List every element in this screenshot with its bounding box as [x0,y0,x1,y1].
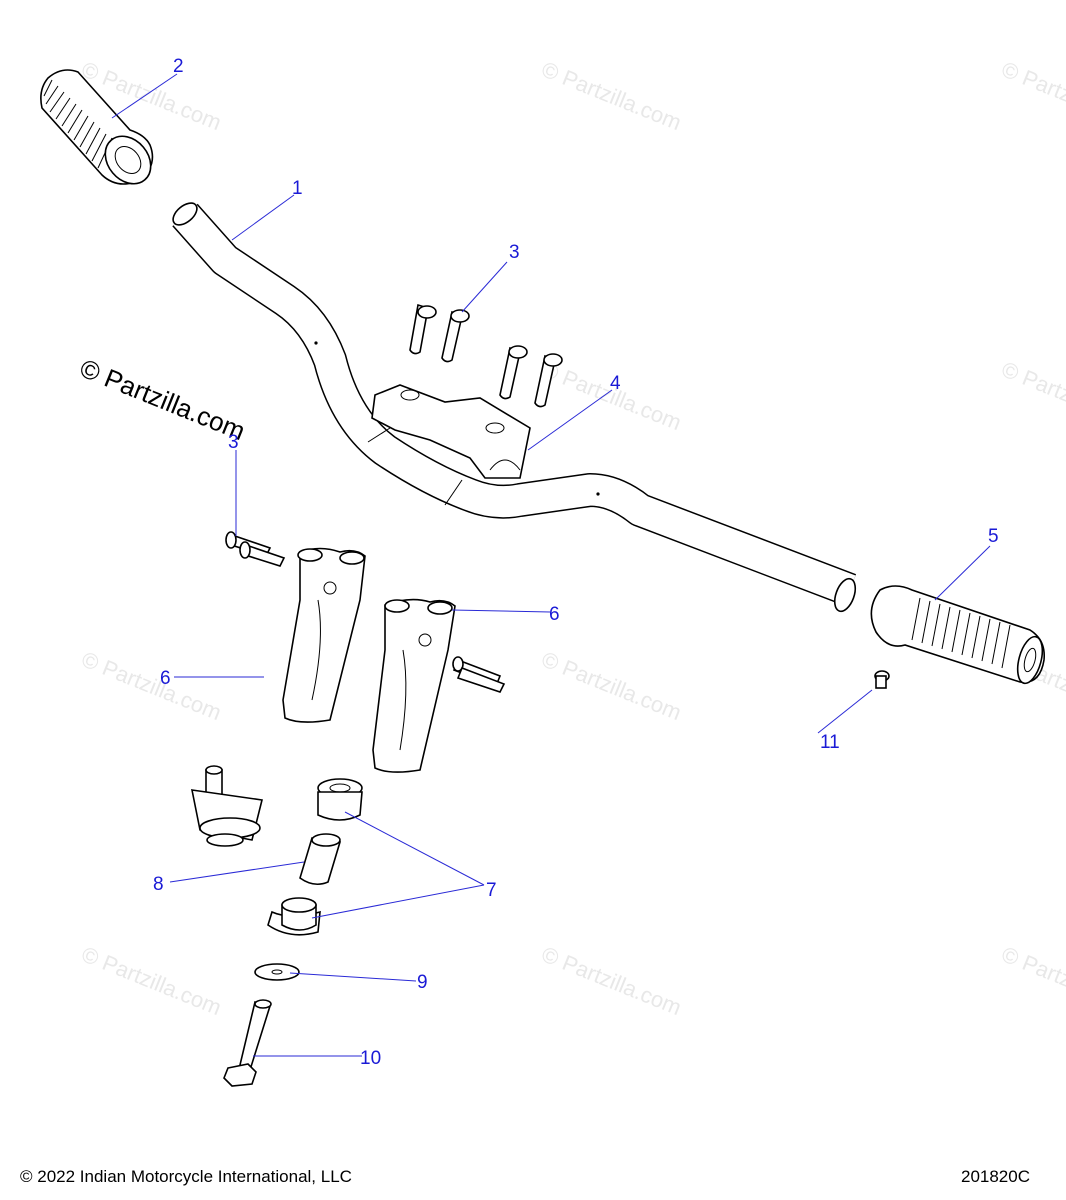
watermark-tile: © Partzilla.com [78,941,225,1020]
callout-7: 7 [486,880,497,901]
callout-labels: 2 1 3 4 3 5 6 6 11 8 7 9 10 [153,56,999,1069]
upper-bushing [317,778,363,821]
grip-screw [874,670,890,689]
top-clamp [371,384,531,479]
watermark-tile: © Partzilla.com [998,941,1066,1020]
watermark-tile: © Partzilla.com [538,56,685,135]
callout-3-left: 3 [228,432,239,453]
spacer-sleeve [299,833,342,886]
lower-bushing [267,897,321,936]
riser-bolts-left [225,531,286,567]
callout-5: 5 [988,526,999,547]
callout-4: 4 [610,373,621,394]
callout-10: 10 [360,1048,381,1069]
riser-bolts-right [452,656,506,693]
callout-3-top: 3 [509,242,520,263]
right-grip [870,585,1046,685]
callout-1: 1 [292,178,303,199]
callout-8: 8 [153,874,164,895]
watermark-tile: © Partzilla.com [78,646,225,725]
riser-mount-bolt [223,999,272,1087]
callout-11: 11 [820,732,840,753]
callout-6-right: 6 [549,604,560,625]
diagram-id: 201820C [960,1167,1030,1186]
assembled-bushing [190,765,263,847]
handlebar [172,202,857,613]
riser-left [282,547,366,723]
watermark-tile: © Partzilla.com [538,356,685,435]
callout-6-left: 6 [160,668,171,689]
watermark-main: © Partzilla.com [76,353,250,446]
washer [254,963,300,981]
copyright-notice: © 2022 Indian Motorcycle International, … [20,1167,352,1186]
left-grip [40,69,154,185]
watermark-tile: © Partzilla.com [998,56,1066,135]
riser-right [372,598,456,773]
callout-2: 2 [173,56,184,77]
watermark-tile: © Partzilla.com [538,646,685,725]
callout-9: 9 [417,972,428,993]
top-clamp-bolts [409,303,563,408]
leader-lines [111,73,991,1057]
watermark-tile: © Partzilla.com [538,941,685,1020]
watermark-tile: © Partzilla.com [998,356,1066,435]
